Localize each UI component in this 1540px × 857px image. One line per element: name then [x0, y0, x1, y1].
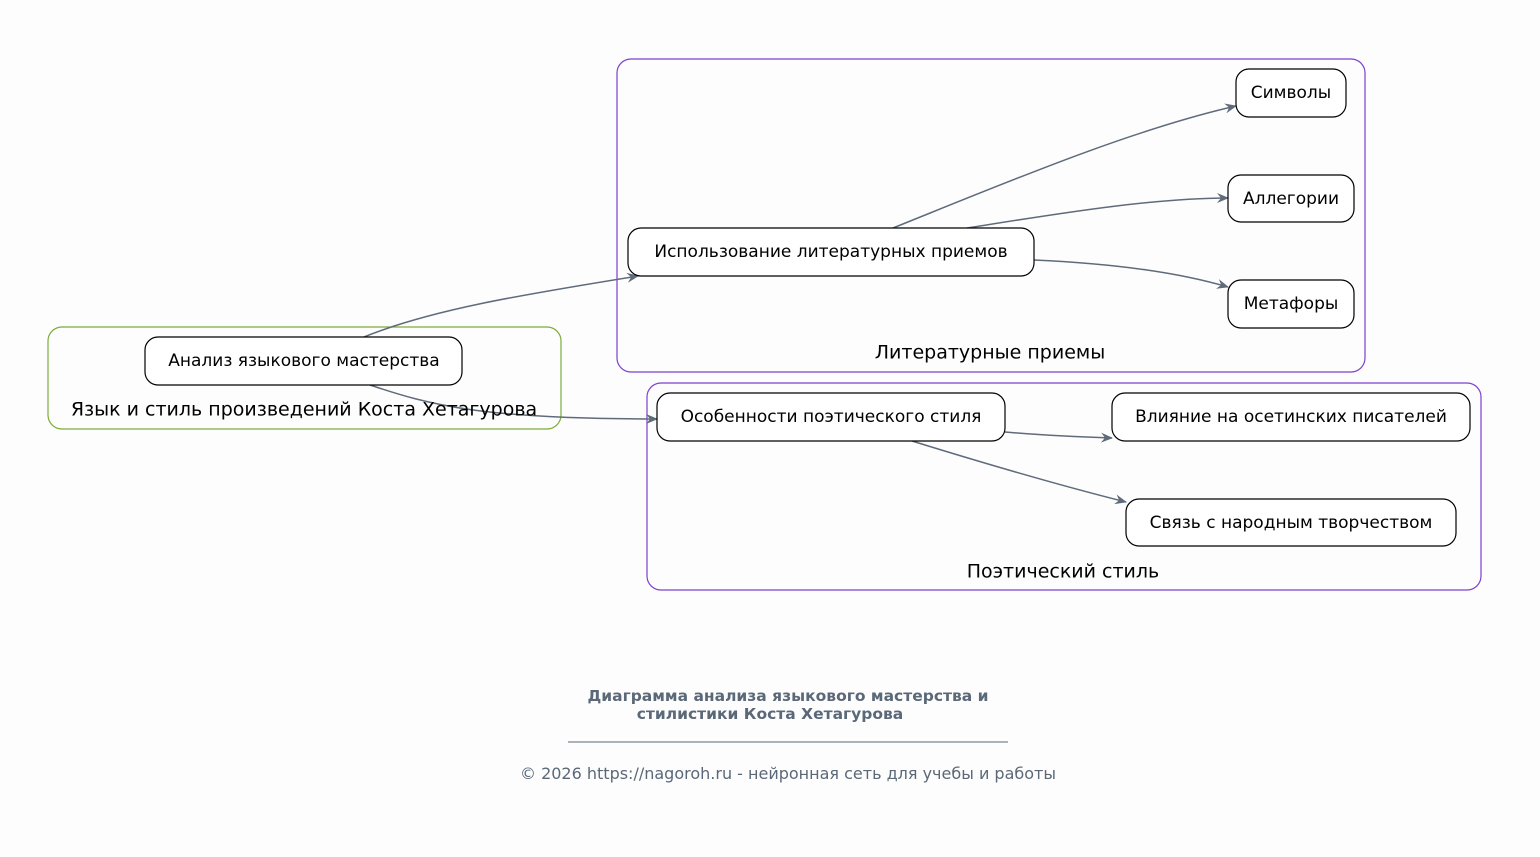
node-label: Символы: [1251, 83, 1331, 103]
node-influence[interactable]: Влияние на осетинских писателей: [1111, 392, 1471, 442]
cluster-label-poetic: Поэтический стиль: [967, 561, 1160, 583]
node-allegories[interactable]: Аллегории: [1227, 174, 1355, 223]
cluster-label-language: Язык и стиль произведений Коста Хетагуро…: [71, 399, 537, 421]
cluster-poetic-style: Поэтический стиль: [646, 382, 1482, 591]
node-label: Анализ языкового мастерства: [168, 351, 439, 371]
node-label: Аллегории: [1243, 189, 1339, 209]
node-label: Связь с народным творчеством: [1150, 513, 1433, 533]
edge-analysis-usage: [363, 272, 639, 338]
cluster-language-style: [47, 326, 562, 430]
node-usage[interactable]: Использование литературных приемов: [627, 227, 1035, 277]
edge-usage-symbols: [892, 103, 1237, 229]
node-label: Использование литературных приемов: [654, 242, 1007, 262]
cluster-literary-devices: Литературные приемы: [616, 58, 1366, 373]
node-metaphors[interactable]: Метафоры: [1227, 279, 1355, 329]
footer-title-line2: стилистики Коста Хетагурова: [637, 705, 904, 723]
cluster-label-literary: Литературные приемы: [875, 342, 1105, 364]
node-analysis[interactable]: Анализ языкового мастерства: [144, 336, 463, 386]
edge-usage-metaphors: [1033, 259, 1229, 289]
footer-copyright: © 2026 https://nagoroh.ru - нейронная се…: [520, 764, 1056, 783]
node-label: Особенности поэтического стиля: [681, 407, 982, 427]
edge-usage-allegories: [966, 193, 1229, 229]
footer-title-line1: Диаграмма анализа языкового мастерства и: [587, 687, 988, 705]
edge-analysis-features: [369, 384, 658, 424]
edge-features-connection: [911, 440, 1127, 505]
node-symbols[interactable]: Символы: [1235, 68, 1347, 118]
node-label: Влияние на осетинских писателей: [1135, 407, 1447, 427]
node-connection[interactable]: Связь с народным творчеством: [1125, 498, 1457, 547]
node-features[interactable]: Особенности поэтического стиля: [656, 392, 1006, 442]
edge-features-influence: [1004, 431, 1113, 443]
node-label: Метафоры: [1244, 294, 1339, 314]
